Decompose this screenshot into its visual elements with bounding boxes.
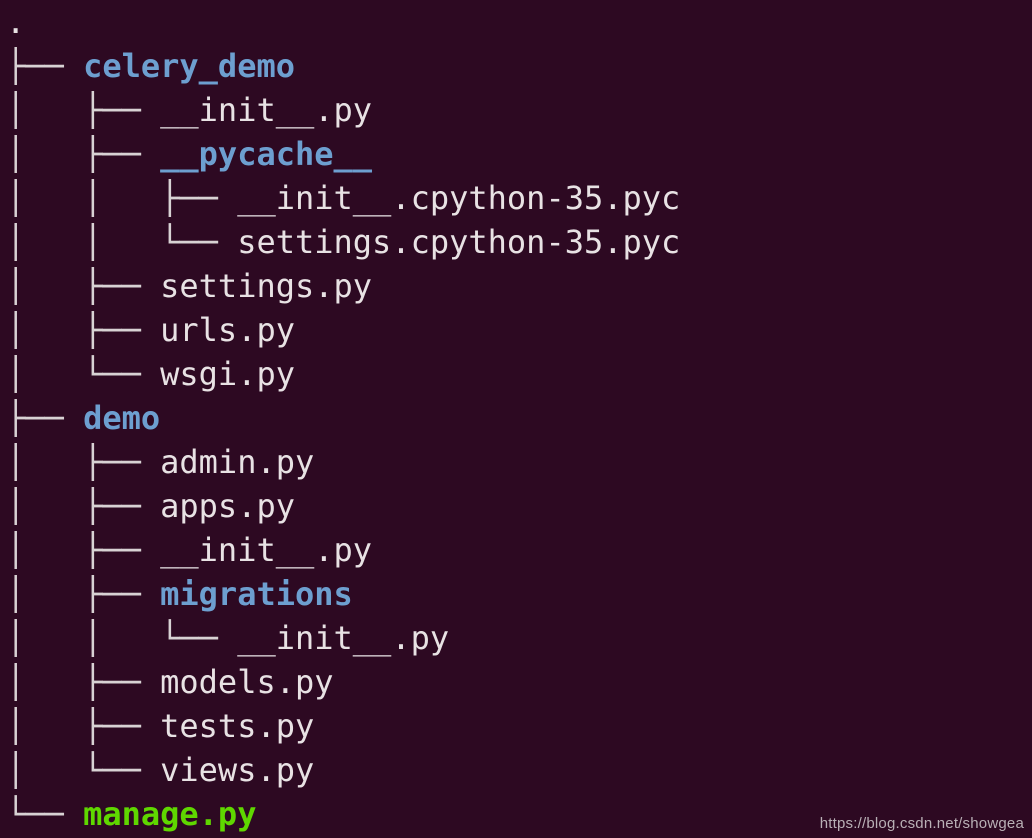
tree-file-name: wsgi.py: [160, 355, 295, 393]
tree-file-name: urls.py: [160, 311, 295, 349]
tree-row: │ ├── apps.py: [6, 484, 680, 528]
tree-branch-glyph: │ ├──: [6, 531, 161, 569]
tree-branch-glyph: │ └──: [6, 751, 161, 789]
tree-file-name: models.py: [160, 663, 334, 701]
tree-branch-glyph: ├──: [6, 399, 84, 437]
watermark-url: https://blog.csdn.net/showgea: [819, 815, 1024, 832]
tree-row: ├── demo: [6, 396, 680, 440]
tree-row: │ ├── urls.py: [6, 308, 680, 352]
tree-row: .: [6, 0, 680, 44]
tree-root-name: .: [6, 3, 26, 41]
tree-row: │ └── views.py: [6, 748, 680, 792]
tree-file-name: apps.py: [160, 487, 295, 525]
tree-row: │ │ └── settings.cpython-35.pyc: [6, 220, 680, 264]
tree-file-name: tests.py: [160, 707, 315, 745]
tree-directory-name: demo: [83, 399, 161, 437]
tree-row: │ ├── __pycache__: [6, 132, 680, 176]
tree-row: │ ├── admin.py: [6, 440, 680, 484]
tree-row: └── manage.py: [6, 792, 680, 836]
tree-row: │ ├── __init__.py: [6, 88, 680, 132]
tree-executable-name: manage.py: [83, 795, 257, 833]
tree-directory-name: migrations: [160, 575, 353, 613]
tree-row: │ │ └── __init__.py: [6, 616, 680, 660]
tree-branch-glyph: │ │ ├──: [6, 179, 238, 217]
tree-branch-glyph: │ ├──: [6, 707, 161, 745]
tree-file-name: admin.py: [160, 443, 315, 481]
tree-branch-glyph: │ │ └──: [6, 223, 238, 261]
tree-row: │ ├── models.py: [6, 660, 680, 704]
tree-branch-glyph: │ ├──: [6, 91, 161, 129]
tree-branch-glyph: │ ├──: [6, 267, 161, 305]
tree-row: ├── celery_demo: [6, 44, 680, 88]
tree-branch-glyph: │ └──: [6, 355, 161, 393]
tree-directory-name: __pycache__: [160, 135, 373, 173]
tree-file-name: views.py: [160, 751, 315, 789]
tree-branch-glyph: │ ├──: [6, 311, 161, 349]
tree-file-name: __init__.py: [237, 619, 450, 657]
tree-branch-glyph: │ ├──: [6, 443, 161, 481]
tree-row: │ ├── migrations: [6, 572, 680, 616]
tree-file-name: settings.py: [160, 267, 373, 305]
tree-file-name: __init__.cpython-35.pyc: [237, 179, 681, 217]
tree-branch-glyph: │ ├──: [6, 135, 161, 173]
tree-branch-glyph: │ │ └──: [6, 619, 238, 657]
tree-branch-glyph: │ ├──: [6, 487, 161, 525]
tree-file-name: __init__.py: [160, 91, 373, 129]
tree-row: │ └── wsgi.py: [6, 352, 680, 396]
tree-file-name: __init__.py: [160, 531, 373, 569]
tree-row: │ ├── __init__.py: [6, 528, 680, 572]
tree-directory-name: celery_demo: [83, 47, 295, 85]
tree-file-name: settings.cpython-35.pyc: [237, 223, 681, 261]
tree-branch-glyph: ├──: [6, 47, 84, 85]
tree-branch-glyph: │ ├──: [6, 575, 161, 613]
tree-branch-glyph: │ ├──: [6, 663, 161, 701]
tree-row: │ ├── settings.py: [6, 264, 680, 308]
tree-row: │ ├── tests.py: [6, 704, 680, 748]
directory-tree-output: .├── celery_demo│ ├── __init__.py│ ├── _…: [6, 0, 680, 836]
tree-row: │ │ ├── __init__.cpython-35.pyc: [6, 176, 680, 220]
tree-branch-glyph: └──: [6, 795, 84, 833]
